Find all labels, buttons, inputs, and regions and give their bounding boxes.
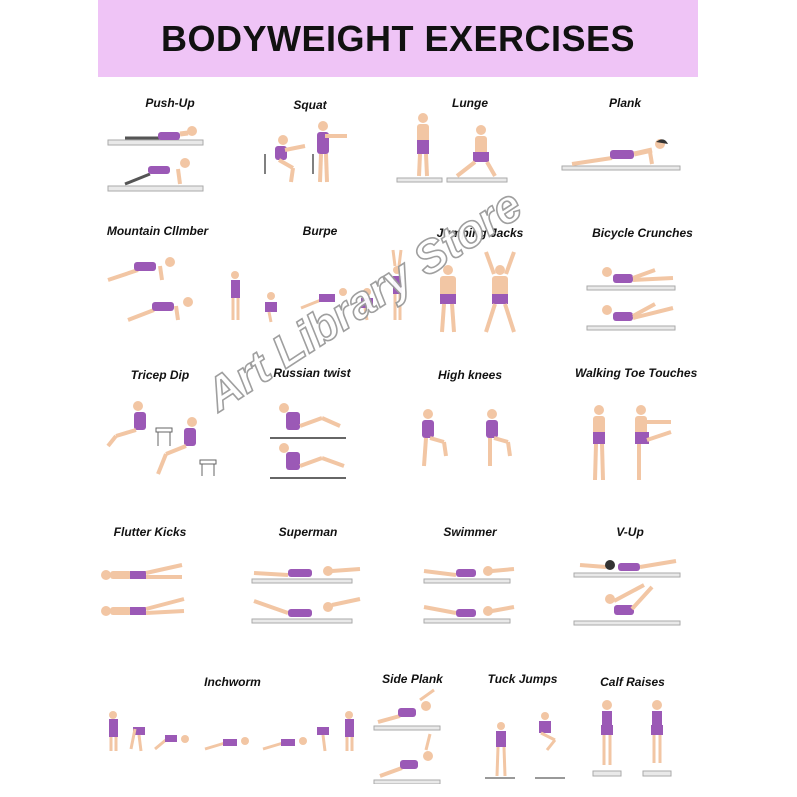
exercise-side-plank: Side Plank <box>370 672 455 784</box>
walking-toe-touches-illustration <box>593 405 672 481</box>
exercise-walking-toe-touches: Walking Toe Touches <box>575 366 698 482</box>
exercise-jumping-jacks: Jumping Jacks <box>420 226 540 342</box>
exercise-label: Walking Toe Touches <box>575 366 698 380</box>
exercise-label: Tuck Jumps <box>487 672 558 686</box>
exercise-plank: Plank <box>560 96 690 196</box>
tricep-dip-illustration <box>106 401 217 476</box>
exercise-tricep-dip: Tricep Dip <box>100 368 220 484</box>
exercise-label: Jumping Jacks <box>436 226 524 240</box>
exercise-label: Mountain Cllmber <box>106 224 209 238</box>
exercise-swimmer: Swimmer <box>420 525 520 625</box>
exercise-label: Russian twist <box>273 366 351 380</box>
plank-illustration <box>561 139 681 171</box>
exercise-bicycle-crunches: Bicycle Crunches <box>585 226 700 342</box>
exercise-label: V-Up <box>616 525 644 539</box>
calf-raises-illustration <box>592 700 672 777</box>
flutter-kicks-illustration <box>101 563 185 616</box>
exercise-label: Tricep Dip <box>130 368 190 382</box>
exercise-lunge: Lunge <box>395 96 545 196</box>
lunge-illustration <box>396 113 508 183</box>
exercise-calf-raises: Calf Raises <box>585 675 680 785</box>
exercise-label: Superman <box>278 525 338 539</box>
exercise-label: Side Plank <box>382 672 443 686</box>
exercise-label: Swimmer <box>443 525 497 539</box>
jumping-jacks-illustration <box>440 251 516 333</box>
swimmer-illustration <box>423 566 515 624</box>
exercise-high-knees: High knees <box>410 368 530 484</box>
exercise-label: Flutter Kicks <box>113 525 187 539</box>
exercise-russian-twist: Russian twist <box>262 366 362 482</box>
exercise-label: High knees <box>437 368 503 382</box>
page-title: BODYWEIGHT EXERCISES <box>160 17 636 59</box>
bicycle-crunches-illustration <box>586 267 676 331</box>
exercise-push-up: Push-Up <box>100 96 240 196</box>
tuck-jumps-illustration <box>485 712 565 779</box>
exercise-label: Calf Raises <box>600 675 665 689</box>
push-up-illustration <box>107 126 204 192</box>
exercise-squat: Squat <box>255 98 365 198</box>
exercise-inchworm: Inchworm <box>105 675 360 775</box>
exercise-tuck-jumps: Tuck Jumps <box>475 672 570 784</box>
burpe-illustration <box>231 249 403 323</box>
squat-illustration <box>264 121 347 183</box>
side-plank-illustration <box>373 688 441 784</box>
exercise-label: Plank <box>608 96 641 110</box>
mountain-climber-illustration <box>107 257 193 322</box>
exercise-flutter-kicks: Flutter Kicks <box>100 525 200 625</box>
exercise-superman: Superman <box>248 525 368 625</box>
exercise-label: Burpe <box>302 224 338 238</box>
superman-illustration <box>251 566 361 624</box>
exercise-v-up: V-Up <box>570 525 690 631</box>
title-banner: BODYWEIGHT EXERCISES <box>98 0 698 77</box>
exercise-mountain-climber: Mountain Cllmber <box>100 224 215 340</box>
exercise-label: Lunge <box>452 96 488 110</box>
inchworm-illustration <box>109 711 354 752</box>
exercise-label: Push-Up <box>145 96 195 110</box>
exercise-label: Squat <box>293 98 327 112</box>
high-knees-illustration <box>422 409 512 467</box>
exercise-burpe: Burpe <box>225 224 415 340</box>
v-up-illustration <box>573 559 681 626</box>
russian-twist-illustration <box>270 403 346 479</box>
exercise-label: Inchworm <box>204 675 261 689</box>
exercise-label: Bicycle Crunches <box>592 226 693 240</box>
